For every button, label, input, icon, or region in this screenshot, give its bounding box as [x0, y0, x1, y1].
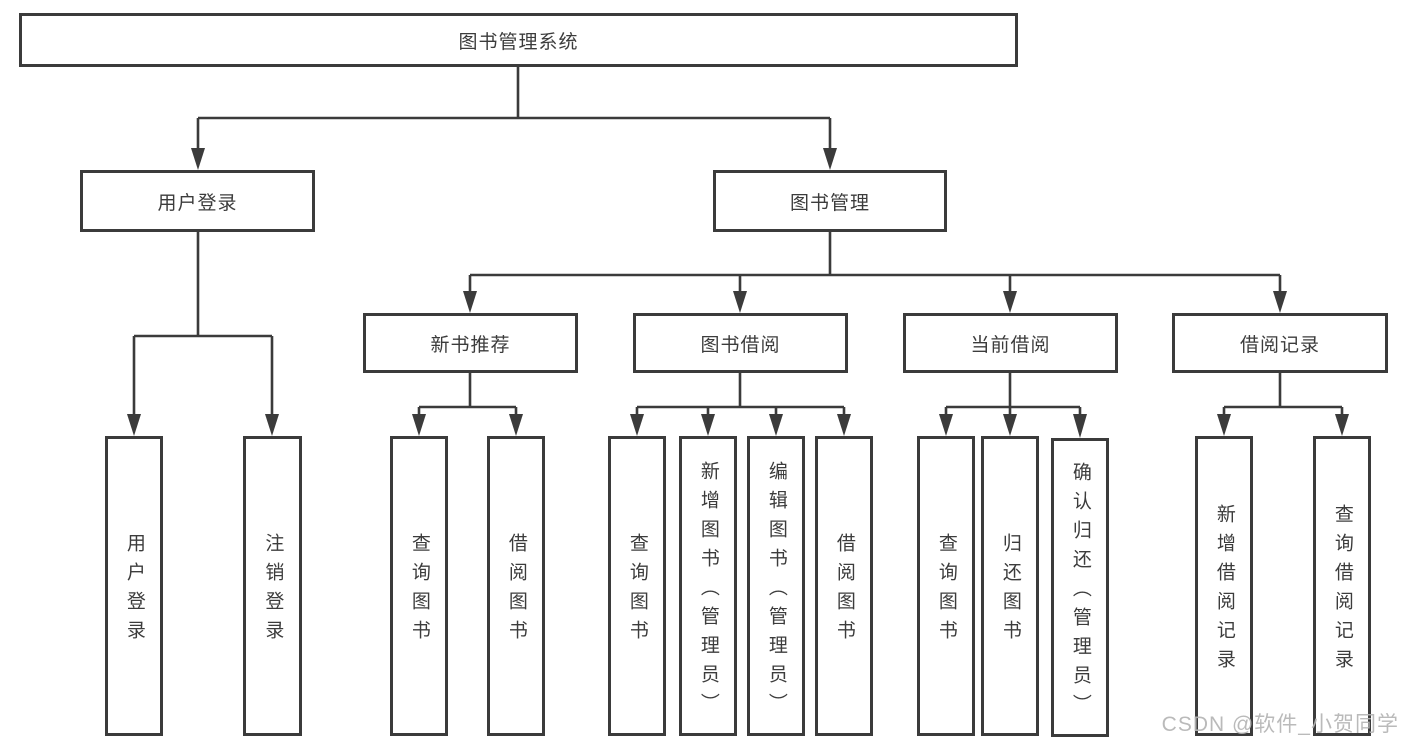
leaf-query-books-borrow: 查询图书 [608, 436, 666, 736]
leaf-return-books: 归还图书 [981, 436, 1039, 736]
node-borrow-records-label: 借阅记录 [1239, 334, 1320, 356]
leaf-confirm-return-admin: 确认归还（管理员） [1051, 438, 1109, 737]
leaf-borrow-books: 借阅图书 [815, 436, 873, 736]
leaf-add-book-admin-label: 新增图书（管理员） [697, 460, 719, 722]
leaf-logout: 注销登录 [243, 436, 302, 736]
leaf-confirm-return-admin-label: 确认归还（管理员） [1069, 462, 1091, 723]
leaf-query-books-current-label: 查询图书 [935, 533, 957, 649]
node-book-borrow: 图书借阅 [633, 313, 848, 373]
connector-current-borrow-to-leaves [939, 373, 1087, 438]
node-book-borrow-label: 图书借阅 [700, 334, 781, 356]
leaf-query-borrow-record: 查询借阅记录 [1313, 436, 1371, 736]
node-book-mgmt-label: 图书管理 [789, 192, 870, 214]
connector-book-borrow-to-leaves [630, 373, 851, 436]
connector-borrow-records-to-leaves [1217, 373, 1349, 436]
leaf-edit-book-admin: 编辑图书（管理员） [747, 436, 805, 736]
node-borrow-records: 借阅记录 [1172, 313, 1388, 373]
node-book-mgmt: 图书管理 [713, 170, 947, 232]
leaf-add-book-admin: 新增图书（管理员） [679, 436, 737, 736]
leaf-return-books-label: 归还图书 [999, 533, 1021, 649]
node-root-label: 图书管理系统 [458, 31, 579, 53]
node-root: 图书管理系统 [19, 13, 1018, 67]
node-new-book-rec: 新书推荐 [363, 313, 578, 373]
leaf-add-borrow-record-label: 新增借阅记录 [1213, 504, 1235, 678]
node-current-borrow: 当前借阅 [903, 313, 1118, 373]
leaf-query-borrow-record-label: 查询借阅记录 [1331, 504, 1353, 678]
connector-book-mgmt-to-level3 [463, 232, 1287, 313]
leaf-query-books-rec-label: 查询图书 [408, 533, 430, 649]
connector-user-login-to-leaves [127, 232, 279, 436]
leaf-user-login: 用户登录 [105, 436, 163, 736]
node-current-borrow-label: 当前借阅 [970, 334, 1051, 356]
leaf-logout-label: 注销登录 [262, 533, 284, 649]
node-user-login: 用户登录 [80, 170, 315, 232]
leaf-borrow-books-label: 借阅图书 [833, 533, 855, 649]
leaf-edit-book-admin-label: 编辑图书（管理员） [765, 460, 787, 722]
leaf-query-books-rec: 查询图书 [390, 436, 448, 736]
node-user-login-label: 用户登录 [157, 192, 238, 214]
leaf-user-login-label: 用户登录 [123, 533, 145, 649]
leaf-query-books-borrow-label: 查询图书 [626, 533, 648, 649]
leaf-query-books-current: 查询图书 [917, 436, 975, 736]
leaf-borrow-books-rec-label: 借阅图书 [505, 533, 527, 649]
leaf-add-borrow-record: 新增借阅记录 [1195, 436, 1253, 736]
node-new-book-rec-label: 新书推荐 [430, 334, 511, 356]
connector-root-to-level2 [191, 67, 837, 170]
leaf-borrow-books-rec: 借阅图书 [487, 436, 545, 736]
connector-new-book-rec-to-leaves [412, 373, 523, 436]
